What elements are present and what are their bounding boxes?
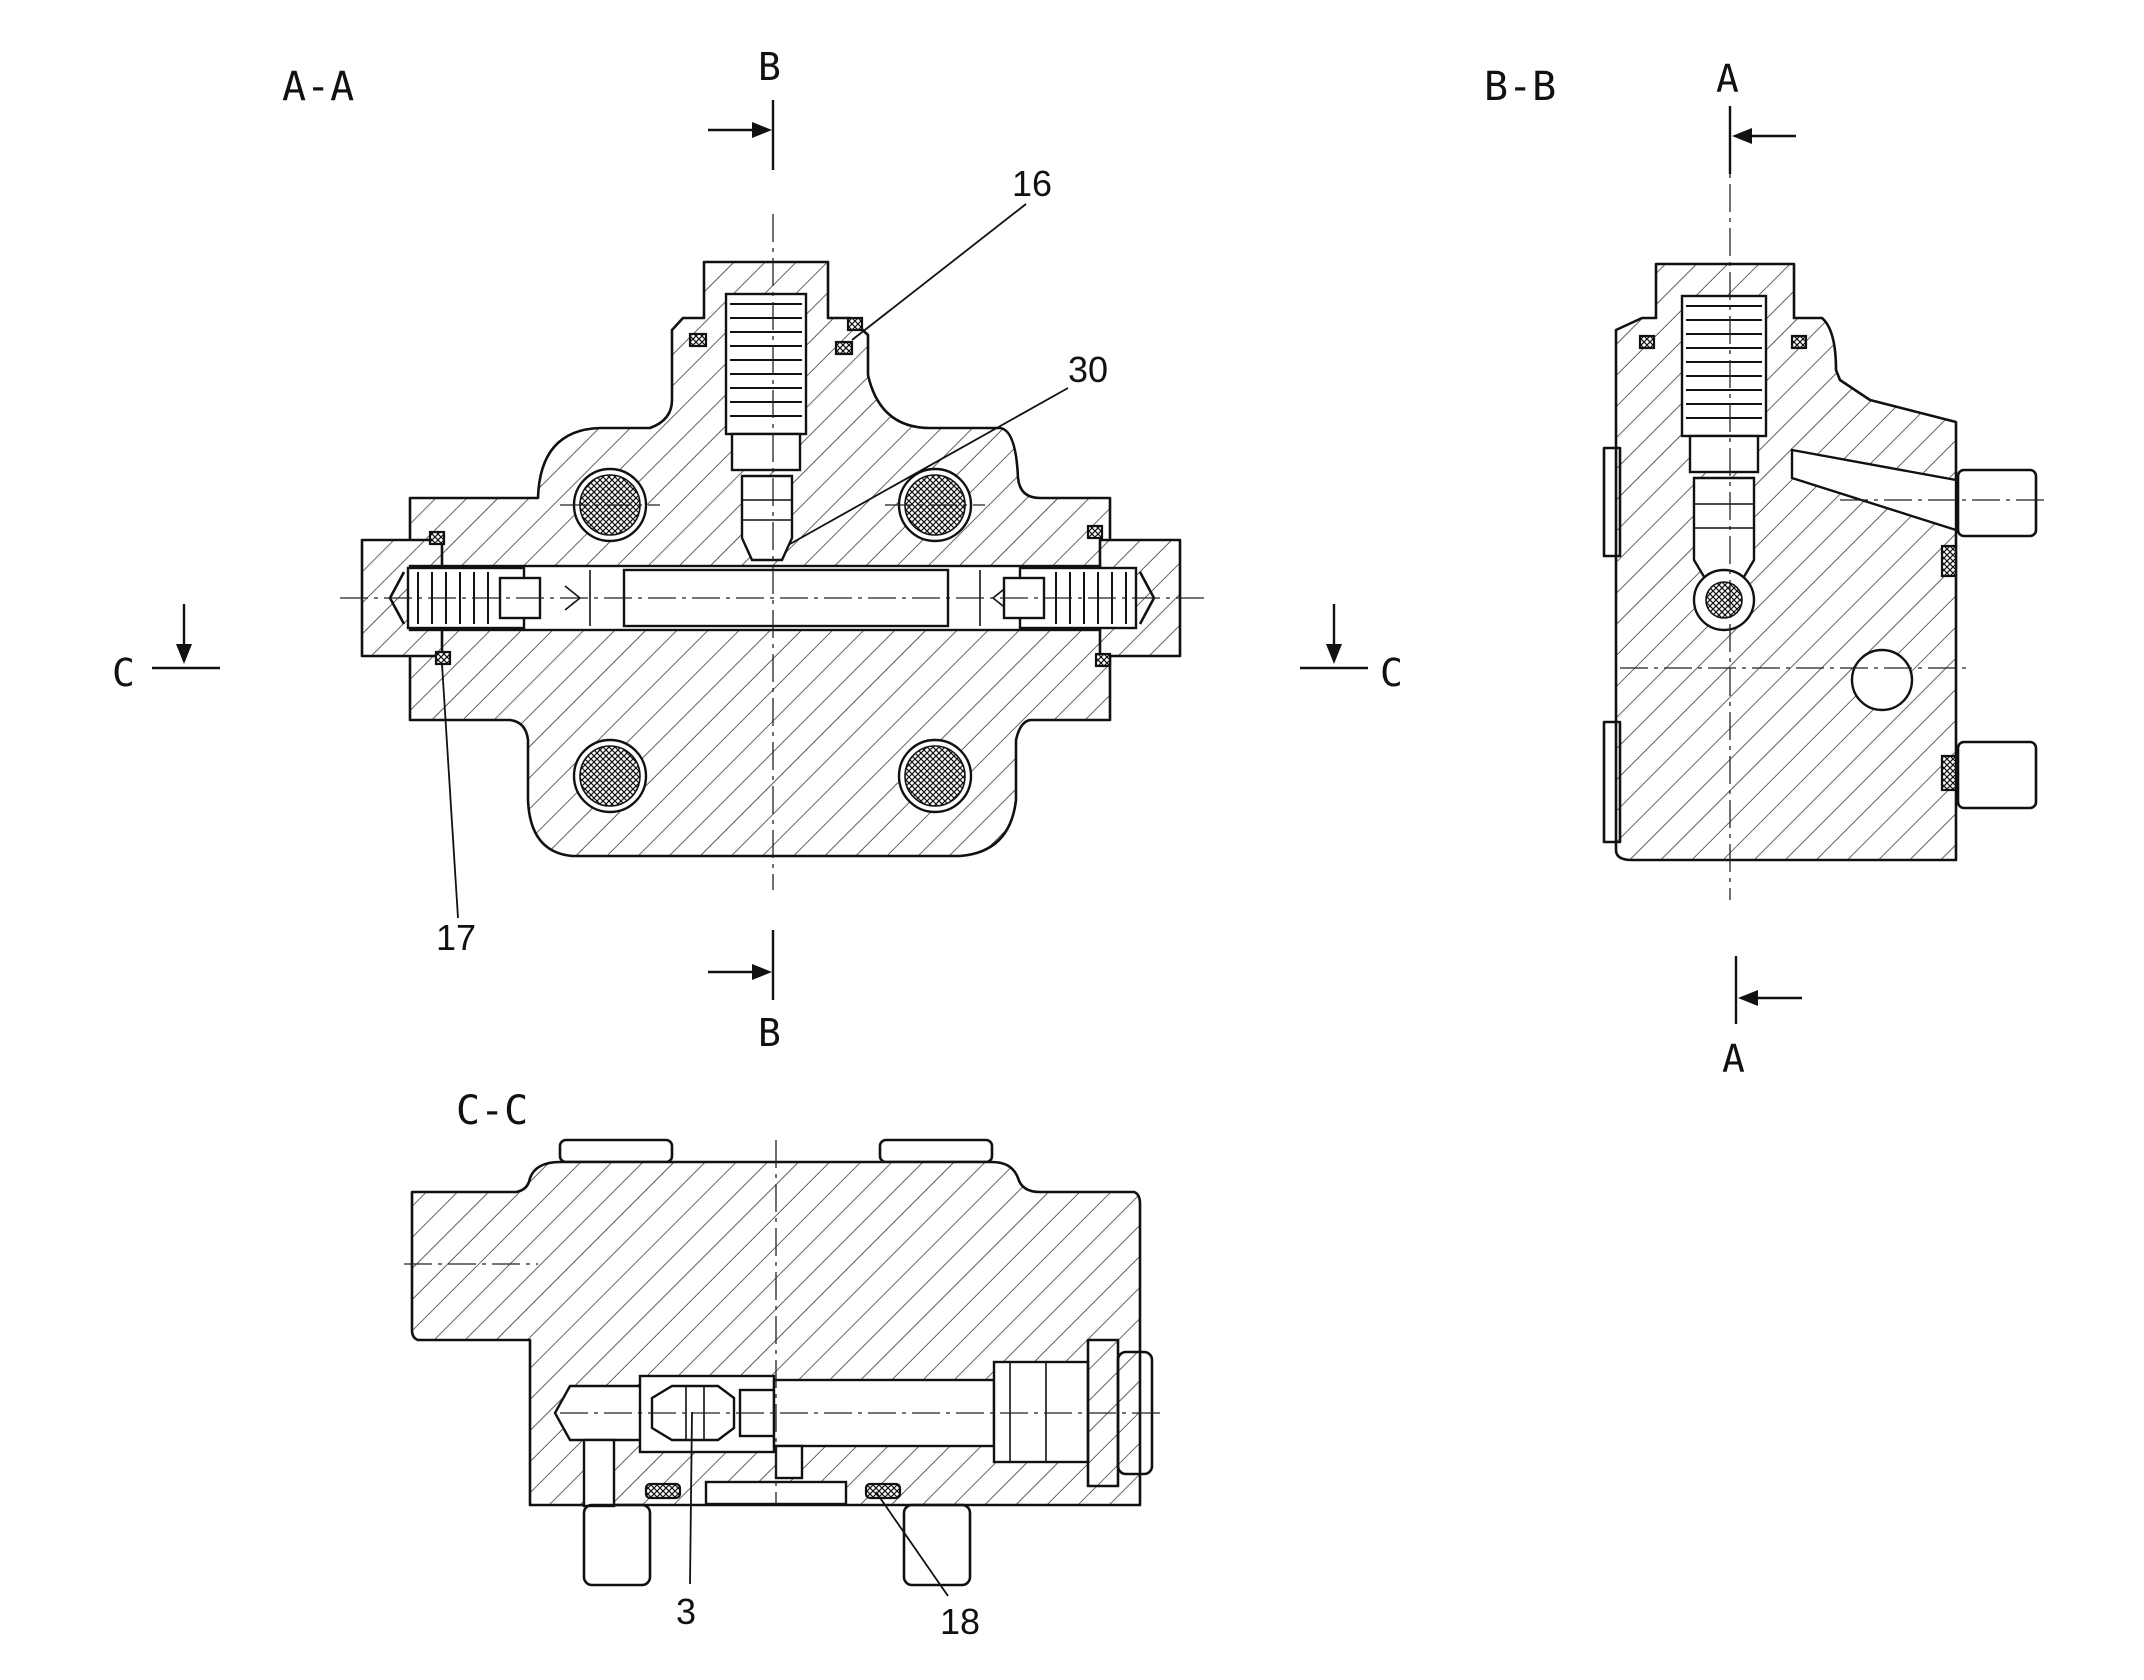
cc-boss-right bbox=[878, 1138, 994, 1164]
cc-lower-port-mid bbox=[774, 1444, 804, 1480]
svg-text:C: C bbox=[112, 651, 135, 695]
callout-30: 30 bbox=[789, 349, 1108, 545]
aa-cut-marker-c-left: C bbox=[112, 604, 220, 695]
callout-17: 17 bbox=[436, 663, 476, 958]
aa-cut-marker-c-right: C bbox=[1300, 604, 1403, 695]
view-bb-title: B-B bbox=[1484, 64, 1556, 110]
bb-cut-marker-a-bottom: A bbox=[1722, 956, 1802, 1081]
svg-text:A: A bbox=[1722, 1037, 1745, 1081]
aa-cut-marker-b-bottom: B bbox=[708, 930, 781, 1055]
bb-left-boss-upper bbox=[1602, 446, 1622, 558]
aa-seal-left-top bbox=[428, 530, 446, 546]
cc-boss-left bbox=[558, 1138, 674, 1164]
cc-stud-left bbox=[582, 1503, 652, 1587]
aa-seal-top-left bbox=[688, 332, 708, 348]
svg-text:A: A bbox=[1716, 57, 1739, 101]
aa-seal-top-right bbox=[834, 340, 854, 356]
cc-seal-left bbox=[644, 1482, 682, 1500]
cc-lower-port-left bbox=[582, 1438, 616, 1508]
bb-left-boss-lower bbox=[1602, 720, 1622, 844]
cc-plug-nut bbox=[992, 1360, 1090, 1464]
aa-top-spring-pocket bbox=[724, 292, 808, 436]
svg-text:18: 18 bbox=[940, 1601, 980, 1642]
svg-text:30: 30 bbox=[1068, 349, 1108, 390]
view-cc: C-C bbox=[404, 1088, 1166, 1642]
aa-cut-marker-b-top: B bbox=[708, 45, 781, 170]
bb-valve-body bbox=[1614, 262, 1958, 862]
view-bb: B-B A bbox=[1484, 57, 2050, 1081]
callout-3: 3 bbox=[676, 1411, 696, 1632]
svg-text:B: B bbox=[758, 1011, 781, 1055]
callout-18: 18 bbox=[875, 1491, 980, 1642]
svg-text:B: B bbox=[758, 45, 781, 89]
bb-angled-passage bbox=[1790, 448, 1958, 532]
view-cc-title: C-C bbox=[456, 1088, 528, 1134]
bb-side-bore bbox=[1850, 648, 1914, 712]
aa-seal-left-bottom bbox=[434, 650, 452, 666]
aa-seal-right-top bbox=[1086, 524, 1104, 540]
bb-spring-pocket bbox=[1680, 294, 1768, 438]
cc-stud-right bbox=[902, 1503, 972, 1587]
svg-text:C: C bbox=[1380, 651, 1403, 695]
callout-16: 16 bbox=[851, 163, 1052, 341]
aa-poppet bbox=[740, 474, 794, 562]
view-aa-title: A-A bbox=[282, 64, 354, 110]
svg-text:16: 16 bbox=[1012, 163, 1052, 204]
cc-seal-right bbox=[864, 1482, 902, 1500]
bb-stud-upper bbox=[1956, 468, 2038, 538]
svg-text:3: 3 bbox=[676, 1591, 696, 1632]
bb-cut-marker-a-top: A bbox=[1716, 57, 1796, 174]
svg-text:17: 17 bbox=[436, 917, 476, 958]
aa-poppet-seat bbox=[730, 432, 802, 472]
aa-seal-right-bottom bbox=[1094, 652, 1112, 668]
bb-stud-lower bbox=[1956, 740, 2038, 810]
view-aa: A-A bbox=[112, 45, 1403, 1055]
